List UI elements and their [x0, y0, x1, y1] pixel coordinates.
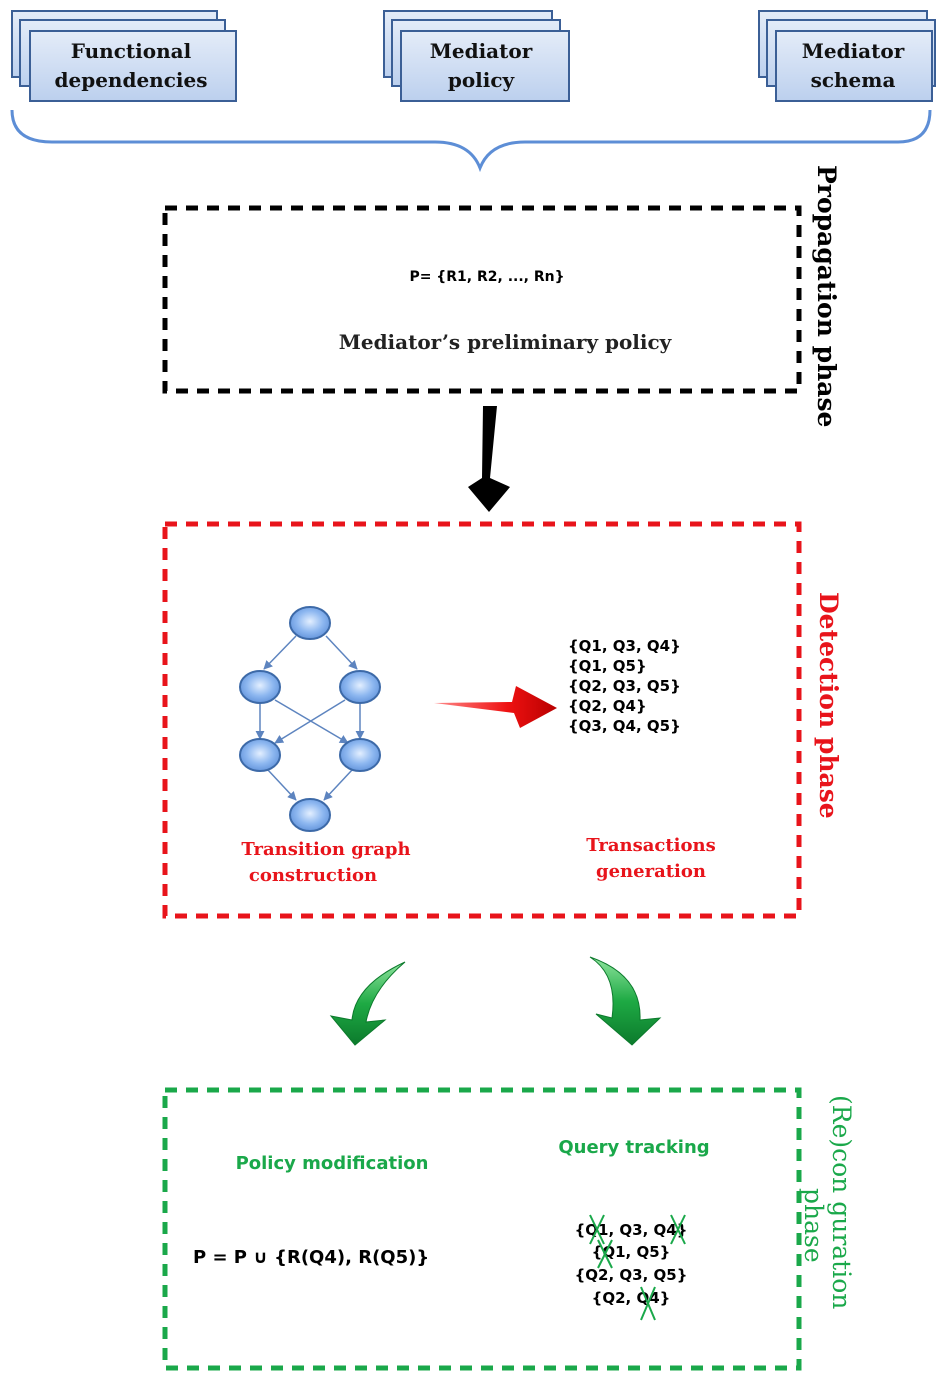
transactions-caption-line-2: generation: [596, 861, 706, 882]
transactions-list: {Q1, Q3, Q4} {Q1, Q5} {Q2, Q3, Q5} {Q2, …: [568, 637, 681, 735]
transition-graph: [239, 606, 381, 832]
detection-phase-frame: [162, 521, 802, 919]
mediator-schema-doc-stack: Mediator schema: [758, 10, 936, 102]
reconfiguration-phase-frame: [162, 1087, 802, 1371]
propagation-formula: P= {R1, R2, ..., Rn}: [409, 269, 564, 285]
functional-dependencies-doc-stack: Functional dependencies: [11, 10, 237, 102]
strike-mark: [670, 1214, 686, 1245]
transaction-item: {Q1, Q3, Q4}: [568, 637, 681, 655]
strike-marks: [589, 1214, 686, 1321]
tracked-query-list: {Q1, Q3, Q4} {Q1, Q5} {Q2, Q3, Q5} {Q2, …: [575, 1221, 688, 1307]
transaction-item: {Q2, Q3, Q5}: [568, 677, 681, 695]
graph-node: [339, 670, 381, 704]
strike-mark: [589, 1214, 605, 1245]
mediator-schema-label-1: Mediator: [802, 39, 905, 63]
mediator-policy-label-2: policy: [448, 68, 516, 92]
graph-node: [339, 738, 381, 772]
detection-phase-label: Detection phase: [814, 592, 843, 819]
detection-to-policy-arrow: [329, 961, 406, 1046]
graph-node: [289, 798, 331, 832]
policy-modification-title: Policy modification: [236, 1153, 429, 1174]
reconfiguration-phase-label-line-2: phase: [799, 1188, 828, 1263]
propagation-to-detection-arrow: [468, 406, 510, 512]
transaction-item: {Q3, Q4, Q5}: [568, 717, 681, 735]
transaction-item: {Q1, Q5}: [568, 657, 647, 675]
query-tracking-title: Query tracking: [558, 1137, 709, 1158]
graph-to-transactions-arrow: [434, 686, 557, 728]
tracked-query-item: {Q1, Q3, Q4}: [575, 1221, 688, 1239]
strike-mark: [597, 1239, 613, 1269]
detection-to-tracking-arrow: [589, 956, 662, 1046]
graph-caption-line-2: construction: [249, 865, 377, 886]
tracked-query-item: {Q2, Q3, Q5}: [575, 1266, 688, 1284]
graph-node: [239, 670, 281, 704]
mediator-policy-doc-stack: Mediator policy: [383, 10, 570, 102]
propagation-caption: Mediator’s preliminary policy: [339, 330, 673, 354]
graph-caption-line-1: Transition graph: [241, 839, 410, 860]
mediator-schema-label-2: schema: [811, 68, 896, 92]
propagation-phase-label: Propagation phase: [812, 165, 841, 427]
tracked-query-item: {Q2, Q4}: [592, 1289, 671, 1307]
functional-dependencies-label-1: Functional: [71, 39, 192, 63]
inputs-curly-brace: [10, 109, 932, 173]
reconfiguration-phase-label-line-1: (Re)con guration: [827, 1095, 856, 1309]
transaction-item: {Q2, Q4}: [568, 697, 647, 715]
graph-node: [239, 738, 281, 772]
mediator-policy-label-1: Mediator: [430, 39, 533, 63]
propagation-phase-frame: [162, 205, 802, 394]
transactions-caption-line-1: Transactions: [586, 835, 715, 856]
tracked-query-item: {Q1, Q5}: [592, 1243, 671, 1261]
graph-node: [289, 606, 331, 640]
policy-formula: P = P ∪ {R(Q4), R(Q5)}: [193, 1247, 429, 1268]
strike-mark: [640, 1286, 656, 1321]
functional-dependencies-label-2: dependencies: [55, 68, 208, 92]
